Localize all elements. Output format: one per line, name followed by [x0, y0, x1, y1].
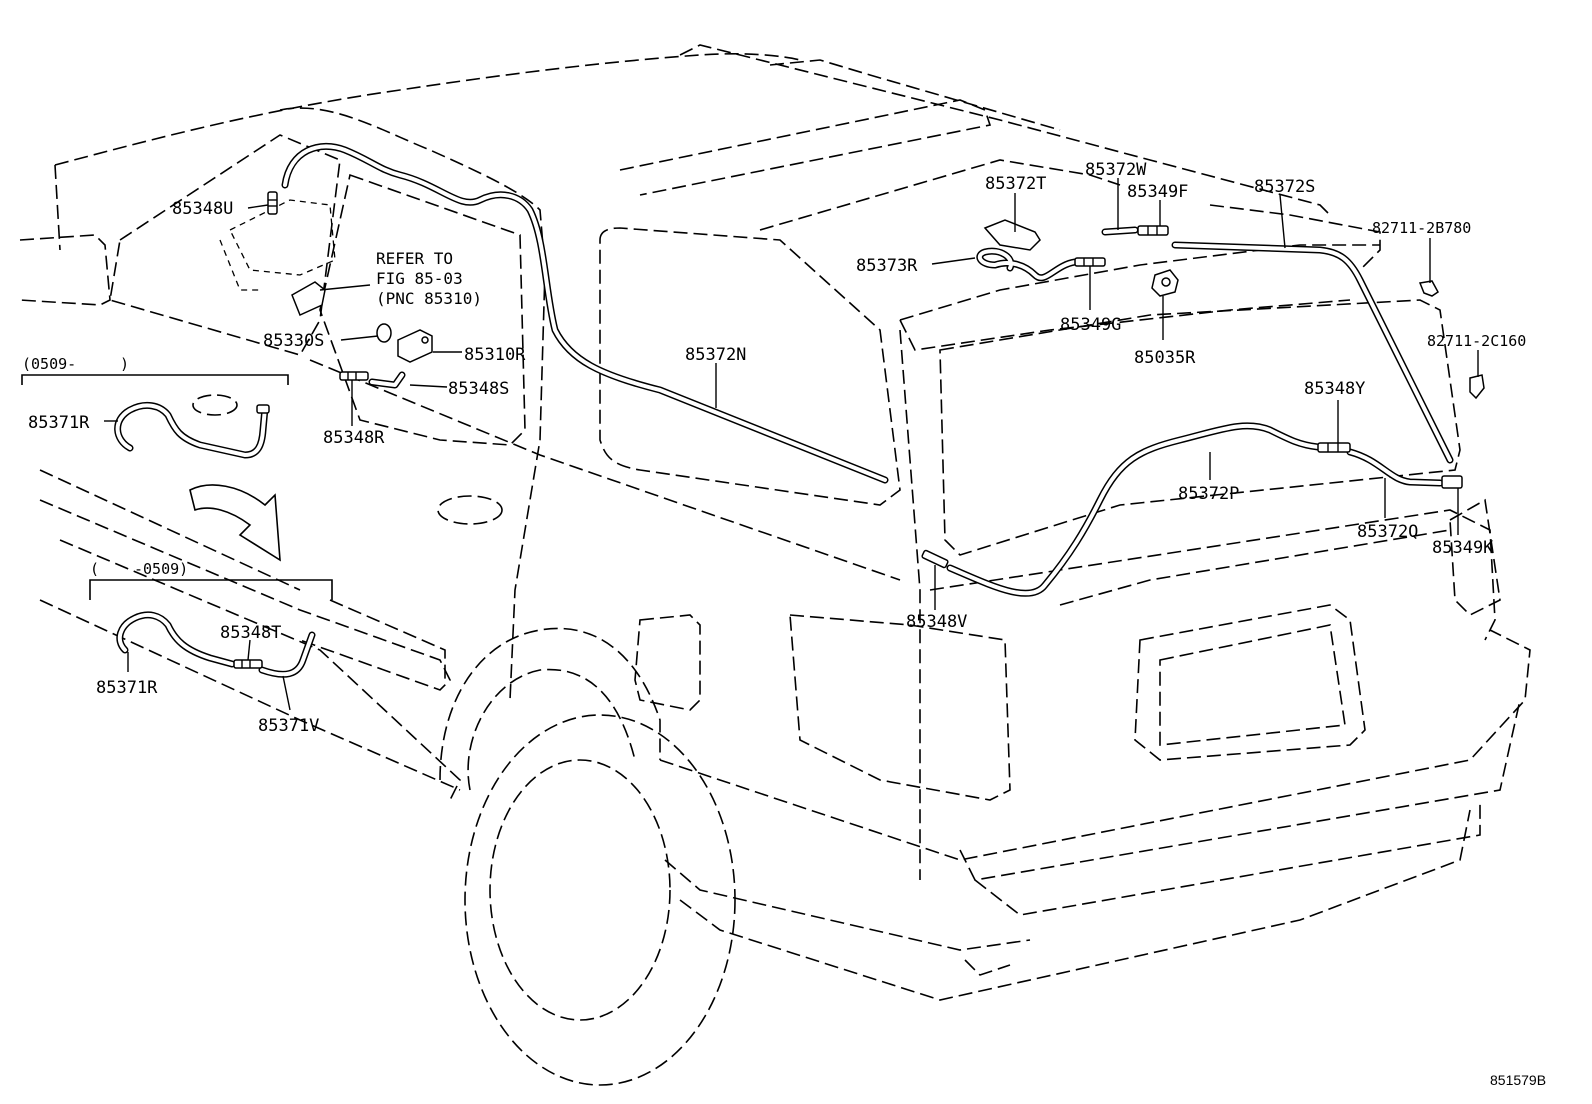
date-range-from-close: ) [120, 355, 129, 373]
washer-hoses [114, 142, 1454, 678]
label-85330S: 85330S [263, 331, 324, 351]
label-85371R-lower: 85371R [96, 678, 158, 698]
label-85372S: 85372S [1254, 177, 1315, 197]
label-85372W: 85372W [1085, 160, 1147, 180]
vehicle-outline [19, 44, 1531, 1086]
label-85349F: 85349F [1127, 182, 1188, 202]
label-85372Q: 85372Q [1357, 522, 1418, 542]
refer-to-line1: REFER TO [376, 249, 453, 268]
label-82711-2C160: 82711-2C160 [1427, 332, 1526, 350]
date-range-from: (0509- [22, 355, 76, 373]
label-82711-2B780: 82711-2B780 [1372, 219, 1471, 237]
figure-id: 851579B [1490, 1072, 1546, 1088]
label-85348U: 85348U [172, 199, 233, 219]
date-range-to-open: ( [90, 560, 99, 578]
label-85035R: 85035R [1134, 348, 1196, 368]
label-85349K: 85349K [1432, 538, 1494, 558]
label-85348V: 85348V [906, 612, 967, 632]
date-brackets [21, 374, 333, 600]
date-range-to: -0509) [134, 560, 188, 578]
label-85372P: 85372P [1178, 484, 1239, 504]
date-range-captions: (0509- ) ( -0509) [22, 355, 188, 578]
refer-to-line2: FIG 85-03 [376, 269, 463, 288]
direction-arrow [189, 484, 281, 562]
label-85348Y: 85348Y [1304, 379, 1365, 399]
refer-to-line3: (PNC 85310) [376, 289, 482, 308]
label-85310R: 85310R [464, 345, 526, 365]
label-85372N: 85372N [685, 345, 746, 365]
label-85373R: 85373R [856, 256, 918, 276]
label-85348R: 85348R [323, 428, 385, 448]
label-85349G: 85349G [1060, 315, 1121, 335]
label-85371R-upper: 85371R [28, 413, 90, 433]
label-85372T: 85372T [985, 174, 1046, 194]
part-labels: 85348U REFER TO FIG 85-03 (PNC 85310) 85… [28, 160, 1526, 736]
label-85348S: 85348S [448, 379, 509, 399]
label-85348T: 85348T [220, 623, 281, 643]
connectors [233, 191, 1485, 669]
label-85371V: 85371V [258, 716, 319, 736]
leader-lines [104, 178, 1479, 711]
